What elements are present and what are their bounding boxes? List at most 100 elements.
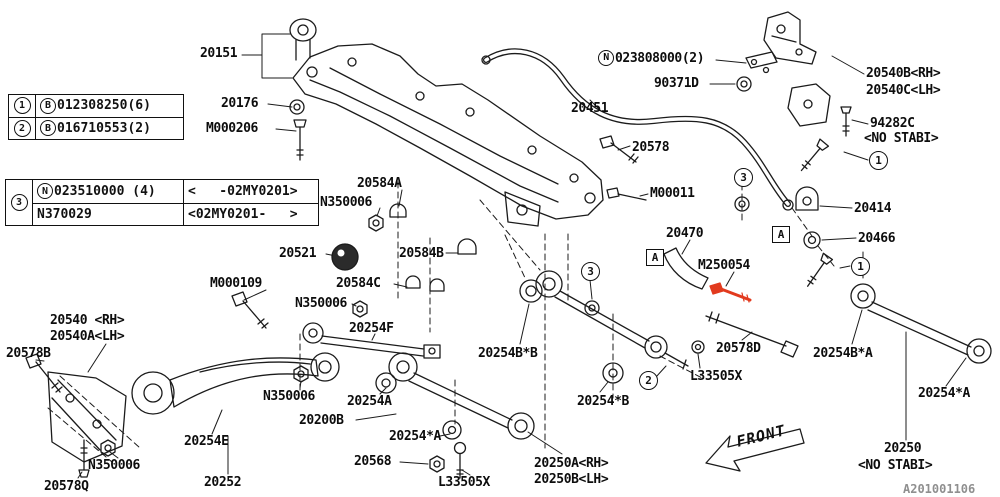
part-label-20254-star-a-mid: 20254*A xyxy=(389,429,441,444)
part-label-20578d: 20578D xyxy=(716,341,761,356)
part-label-20151: 20151 xyxy=(200,46,238,61)
part-label-20252: 20252 xyxy=(204,475,242,490)
part-label-20578q: 20578Q xyxy=(44,479,89,494)
hanger-brackets xyxy=(763,11,831,127)
nut-n350006-d xyxy=(100,439,116,457)
circled-b-icon: B xyxy=(40,97,56,114)
circled-n-icon: N xyxy=(598,50,614,66)
part-label-90371d: 90371D xyxy=(654,76,699,91)
callout-3-legend: 3 xyxy=(6,180,33,225)
callout-1-legend: 1 xyxy=(9,95,36,117)
part-label-94282c: 94282C xyxy=(870,116,915,131)
leader-lines xyxy=(35,33,967,479)
bracket-20540 xyxy=(47,371,127,463)
doc-number: A201001106 xyxy=(903,482,976,496)
callout-3-stab-washer: 3 xyxy=(734,168,753,187)
bolt-20578b xyxy=(25,353,63,393)
circled-b-icon: B xyxy=(40,120,56,137)
part-label-20540a-lh: 20540A<LH> xyxy=(50,329,125,344)
part-label-20254f: 20254F xyxy=(349,321,394,336)
part-label-text: 023808000(2) xyxy=(615,50,705,66)
part-label-m250054: M250054 xyxy=(698,258,750,273)
part-label-no-stabi-upper: <NO STABI> xyxy=(864,131,939,146)
bushing-90371d xyxy=(736,76,752,92)
callout-1-hanger-upper: 1 xyxy=(869,151,888,170)
part-label-m00011: M00011 xyxy=(650,186,695,201)
joint-marker-a-right: A xyxy=(772,226,790,243)
part-label-20521: 20521 xyxy=(279,246,317,261)
lateral-link-right xyxy=(850,283,992,364)
lateral-link-rear xyxy=(535,270,689,370)
stabilizer-link-20470 xyxy=(663,247,709,290)
bushing-20254-star-b xyxy=(602,362,624,384)
bolt-20578q xyxy=(78,439,90,478)
part-label-n350006-b: N350006 xyxy=(295,296,347,311)
nut-20568 xyxy=(429,455,445,473)
nut-n350006-a xyxy=(368,214,384,232)
callout-1-hanger-lower: 1 xyxy=(851,257,870,276)
callout-2-arm-bolt: 2 xyxy=(639,371,658,390)
cap-20521 xyxy=(331,243,359,271)
callout-3-link-washer: 3 xyxy=(581,262,600,281)
part-label-n350006-c: N350006 xyxy=(263,389,315,404)
bolt-m000206 xyxy=(293,119,307,161)
bolt-94282c xyxy=(840,106,852,137)
washer-20176 xyxy=(289,99,305,115)
part-label-20176: 20176 xyxy=(221,96,259,111)
part-label-20254-star-b: 20254*B xyxy=(577,394,629,409)
part-label-20254b-star-a: 20254B*A xyxy=(813,346,873,361)
subframe-crossmember xyxy=(289,18,604,227)
nut-n350006-c xyxy=(293,365,309,383)
part-label-20254e: 20254E xyxy=(184,434,229,449)
circled-n-icon: N xyxy=(37,183,53,200)
trailing-arm xyxy=(131,352,340,415)
washer-stab-right xyxy=(734,196,750,212)
bushing-20254-star-a-mid xyxy=(442,420,462,440)
joint-marker-a-left: A xyxy=(646,249,664,266)
part-label-m000109: M000109 xyxy=(210,276,262,291)
circled-2-icon: 2 xyxy=(13,119,31,137)
part-label-20578b: 20578B xyxy=(6,346,51,361)
circled-3-icon: 3 xyxy=(10,194,28,211)
part-label-20584a: 20584A xyxy=(357,176,402,191)
part-label-20254b-star-b: 20254B*B xyxy=(478,346,538,361)
caps-20584c xyxy=(405,275,445,292)
bolt-hanger-upper xyxy=(800,138,830,172)
bolt-m250054-highlight-icon xyxy=(709,282,752,303)
legend-model-range: < -02MY0201> xyxy=(183,180,318,203)
part-label-20414: 20414 xyxy=(854,201,892,216)
legend-part-text: 012308250(6) xyxy=(57,98,151,114)
part-label-20451: 20451 xyxy=(571,101,609,116)
cap-20584a xyxy=(389,203,407,218)
front-arrow-icon xyxy=(705,428,805,472)
part-label-m000206: M000206 xyxy=(206,121,258,136)
bolt-l33505x-lower xyxy=(453,441,467,479)
part-label-20250a-rh: 20250A<RH> xyxy=(534,456,609,471)
cap-20584b xyxy=(457,238,477,255)
bolt-hanger-lower xyxy=(806,252,834,287)
clamp-20414 xyxy=(795,186,819,211)
stabilizer-bar xyxy=(481,48,794,211)
circled-1-icon: 1 xyxy=(13,97,31,115)
link-20254f xyxy=(302,322,441,359)
part-label-20250b-lh: 20250B<LH> xyxy=(534,472,609,487)
part-label-l33505x-upper: L33505X xyxy=(690,369,742,384)
bolt-m00011 xyxy=(606,187,647,201)
part-label-n350006-a: N350006 xyxy=(320,195,372,210)
part-label-20254a: 20254A xyxy=(347,394,392,409)
part-label-20466: 20466 xyxy=(858,231,896,246)
nut-n350006-b xyxy=(352,300,368,318)
bushing-20254a xyxy=(375,372,397,394)
bushing-20466 xyxy=(803,231,821,249)
bolt-20578d xyxy=(691,311,799,358)
part-label-20540b-rh: 20540B<RH> xyxy=(866,66,941,81)
